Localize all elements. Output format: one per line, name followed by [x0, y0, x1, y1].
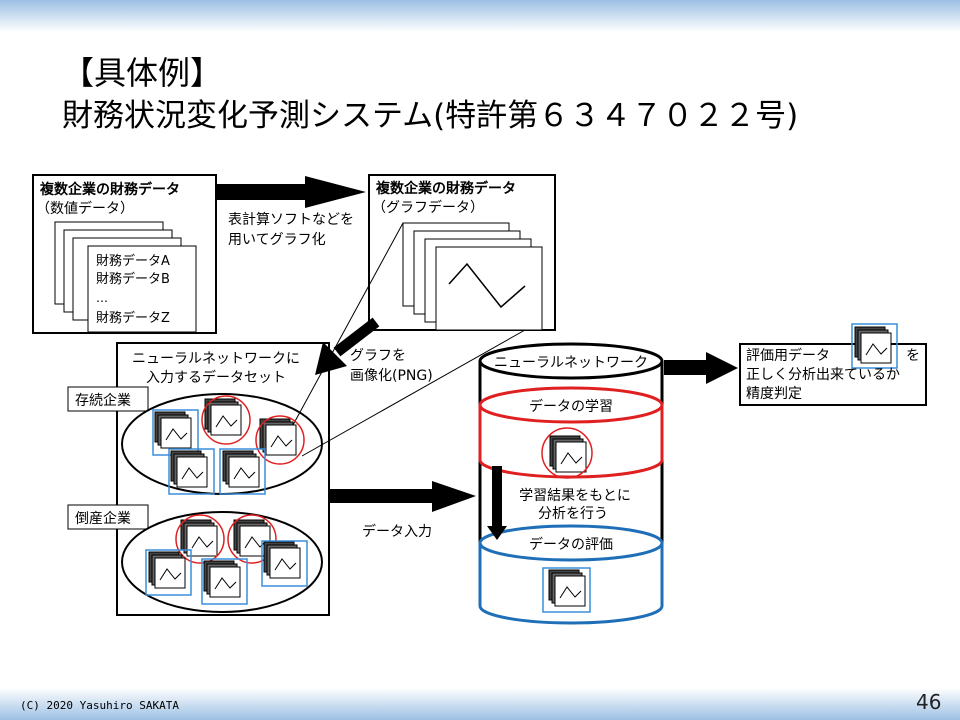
result-box: 評価用データ を 正しく分析出来ているか 精度判定	[739, 323, 927, 406]
arrow-to-graph-label: 用いてグラフ化	[228, 232, 326, 248]
nn-learning-label: データの学習	[529, 398, 613, 415]
neural-network-cylinder: ニューラルネットワーク データの学習 データの評価 学習結果をもとに 分析を行う	[478, 342, 664, 625]
numeric-box-title: 複数企業の財務データ	[39, 181, 180, 198]
slide-title-label: 【具体例】	[62, 54, 223, 92]
numeric-data-box: 複数企業の財務データ （数値データ） 財務データA 財務データB … 財務データ…	[32, 174, 217, 334]
arrow-to-graph	[217, 176, 366, 208]
numeric-item: 財務データB	[96, 271, 170, 287]
arrow-to-image-label: グラフを	[350, 348, 406, 364]
nn-evaluation-label: データの評価	[529, 536, 613, 553]
arrow-input-label: データ入力	[362, 523, 432, 540]
arrow-to-dataset	[315, 317, 380, 375]
nn-title: ニューラルネットワーク	[494, 355, 648, 371]
nn-analysis-label: 学習結果をもとに	[519, 488, 631, 504]
result-line1a: 評価用データ	[746, 347, 830, 364]
dataset-title: 入力するデータセット	[146, 369, 286, 386]
graph-box-title: 複数企業の財務データ	[375, 180, 516, 197]
dataset-box: ニューラルネットワークに 入力するデータセット 存続企業 倒産企業	[67, 342, 330, 616]
result-line1b: を	[906, 348, 920, 364]
numeric-item: …	[96, 291, 108, 305]
surviving-thumbnails	[152, 395, 305, 495]
result-line3: 精度判定	[746, 386, 802, 402]
page-number: 46	[916, 690, 942, 714]
footer-gradient-bar	[0, 688, 960, 720]
arrow-to-result	[664, 352, 738, 384]
nn-analysis-label: 分析を行う	[538, 506, 608, 522]
dataset-title: ニューラルネットワークに	[132, 351, 300, 367]
graph-data-box: 複数企業の財務データ （グラフデータ）	[368, 174, 556, 331]
graph-box-subtitle: （グラフデータ）	[372, 199, 484, 216]
result-line2: 正しく分析出来ているか	[746, 367, 900, 383]
numeric-item: 財務データA	[96, 253, 170, 269]
arrow-data-input	[330, 481, 476, 512]
bankrupt-thumbnails	[145, 514, 308, 605]
line-graph-icon	[448, 262, 526, 309]
copyright-footer: (C) 2020 Yasuhiro SAKATA	[20, 699, 179, 712]
arrow-to-image-label: 画像化(PNG)	[350, 368, 433, 384]
numeric-box-subtitle: （数値データ）	[36, 200, 134, 217]
slide-title: 財務状況変化予測システム(特許第６３４７０２２号)	[62, 98, 799, 134]
numeric-item: 財務データZ	[96, 310, 170, 326]
arrow-to-graph-label: 表計算ソフトなどを	[228, 212, 354, 228]
header-gradient-bar	[0, 0, 960, 32]
group-label-surviving: 存続企業	[75, 392, 131, 409]
group-label-bankrupt: 倒産企業	[75, 510, 131, 527]
